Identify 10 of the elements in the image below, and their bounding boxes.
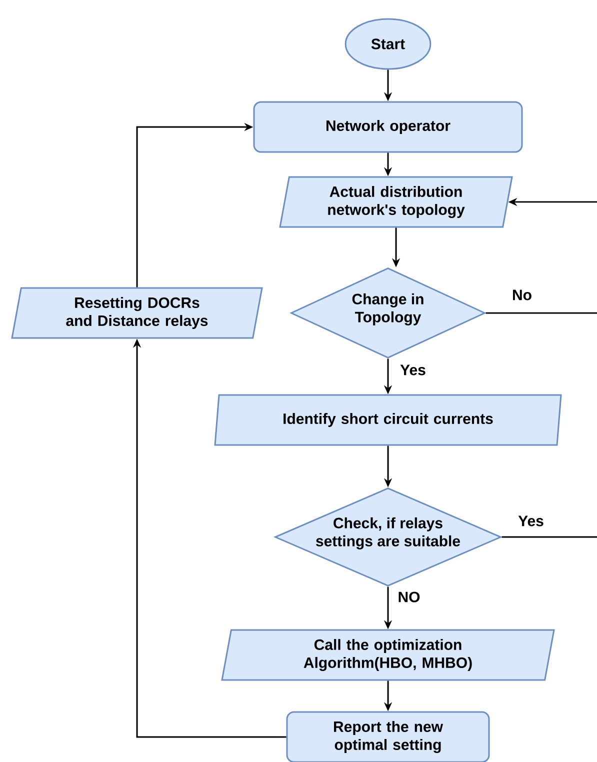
edge-label: NO [396, 590, 422, 604]
edge-label: No [511, 288, 533, 302]
edge-label: Yes [517, 514, 545, 528]
process-box: Report the new optimal setting [286, 711, 490, 762]
edge-label: Yes [399, 364, 427, 376]
data-parallelogram: Identify short circuit currents [214, 394, 562, 446]
data-parallelogram: Actual distribution network's topology [279, 176, 513, 228]
process-box: Network operator [253, 101, 523, 153]
data-parallelogram: Call the optimization Algorithm(HBO, MHBO) [221, 629, 555, 681]
data-parallelogram: Resetting DOCRs and Distance relays [11, 287, 263, 339]
